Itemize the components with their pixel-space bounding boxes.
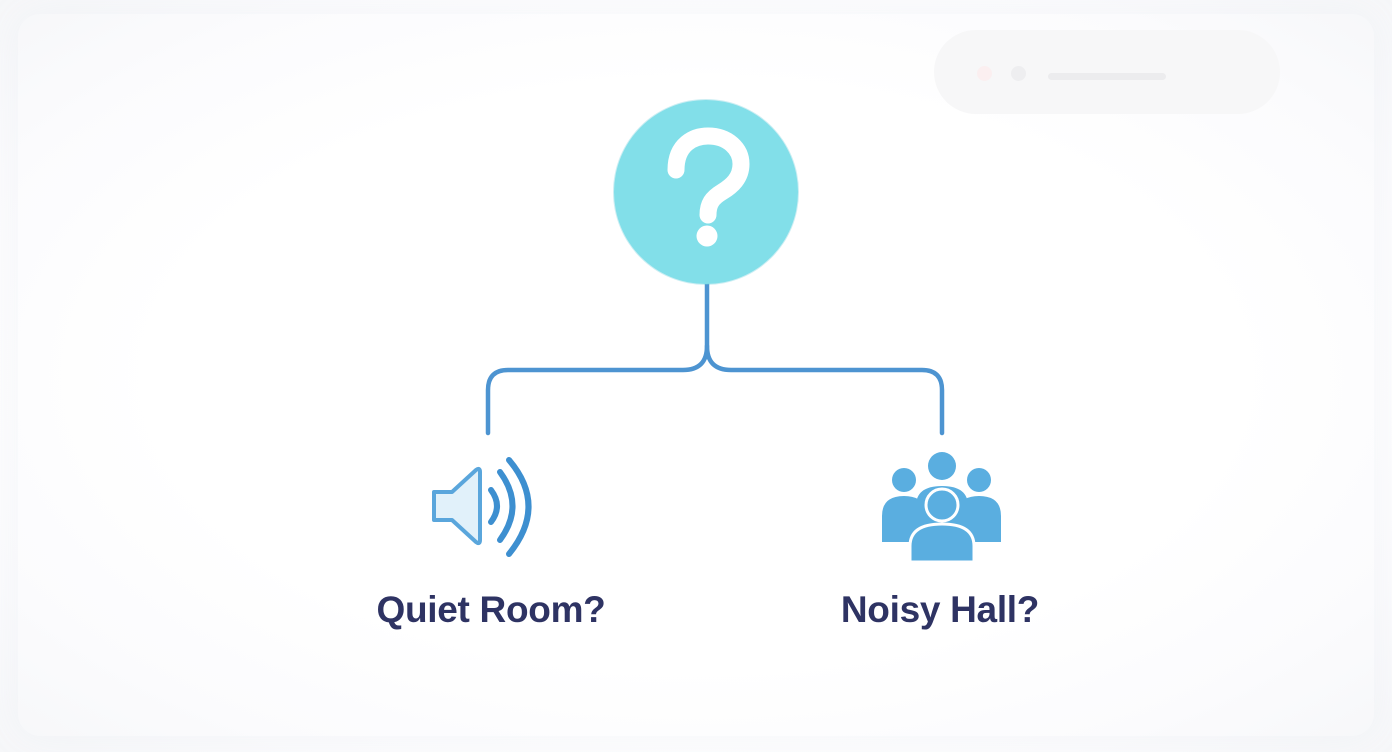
window-close-dot — [977, 66, 992, 81]
decision-node — [614, 100, 798, 284]
window-title-bar-placeholder — [1048, 73, 1166, 80]
branch-label-noisy-hall: Noisy Hall? — [840, 589, 1040, 630]
question-mark-icon — [667, 127, 750, 247]
connector-right — [704, 343, 945, 436]
connector-left — [485, 281, 710, 436]
branch-label-quiet-room: Quiet Room? — [376, 589, 606, 630]
speaker-icon — [432, 457, 532, 557]
people-group-icon — [882, 452, 1001, 564]
window-minimize-dot — [1011, 66, 1026, 81]
